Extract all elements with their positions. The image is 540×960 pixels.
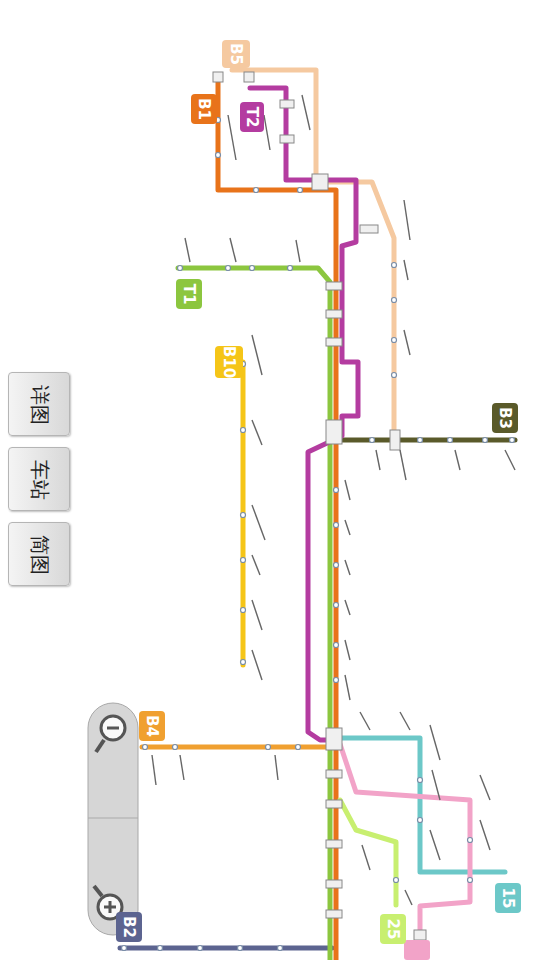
button-label: 详图 [26,384,53,424]
route-line [340,744,470,955]
route-name: B2 [120,916,138,938]
route-name: 15 [499,888,517,909]
route-name: T1 [180,284,198,305]
view-button: 简图 [8,522,70,586]
station-dots [122,118,515,951]
route-badge: B1 [191,94,217,124]
illegible-station-names [152,95,515,905]
route-badge-partial [404,940,430,960]
view-button: 车站 [8,447,70,511]
route-badge: B4 [139,711,165,741]
route-line [241,362,246,665]
route-line [142,745,332,750]
route-name: B4 [143,715,161,737]
route-name: B10 [220,346,238,378]
route-name: B5 [227,43,245,65]
route-line [340,800,396,905]
route-badge: B5 [222,40,250,68]
route-line [120,946,332,951]
route-badge: 15 [495,883,521,913]
route-badge: 25 [380,914,406,944]
button-label: 车站 [26,459,53,499]
route-name: B3 [496,407,514,429]
route-line [232,70,394,440]
route-line [338,738,505,872]
transfer-stations [213,72,426,940]
route-badge: T1 [176,279,202,309]
zoom-control [88,703,138,935]
route-name: 25 [384,919,402,940]
route-badge: B3 [492,403,518,433]
view-button: 详图 [8,372,70,436]
route-name: B1 [195,98,213,120]
route-name: T2 [243,107,261,128]
route-line [218,78,336,960]
route-line [250,88,358,740]
route-badge: B2 [116,912,142,942]
route-line [335,438,515,443]
route-badge: T2 [240,102,264,132]
button-label: 简图 [26,534,53,574]
route-badge: B10 [215,346,243,378]
